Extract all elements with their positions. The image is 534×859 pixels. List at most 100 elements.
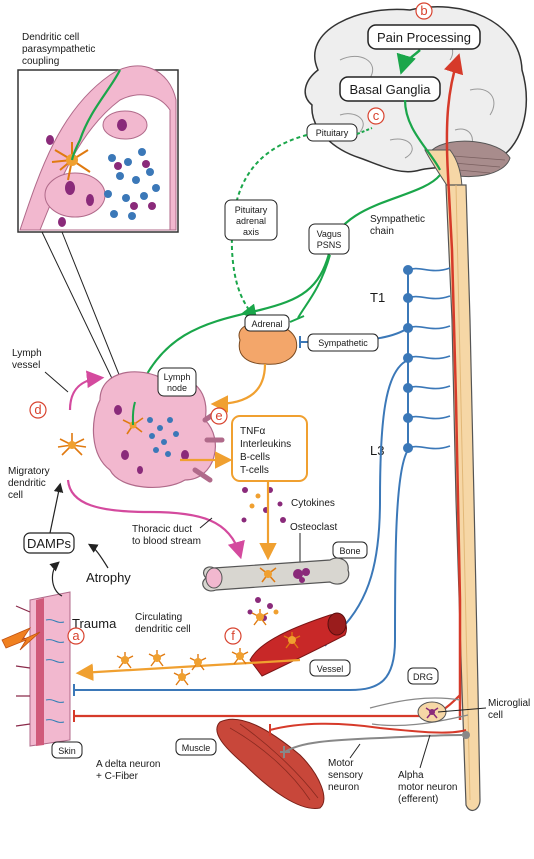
circulating-dendritic-cells bbox=[116, 609, 301, 686]
inset-title-1: Dendritic cell bbox=[22, 32, 79, 43]
drg-nerve bbox=[73, 694, 469, 727]
pain-processing-box: Pain Processing bbox=[367, 24, 481, 50]
drg-box: DRG bbox=[407, 667, 439, 685]
inset-title-3: coupling bbox=[22, 56, 59, 67]
inset-panel bbox=[17, 65, 179, 233]
svg-text:Muscle: Muscle bbox=[182, 743, 211, 753]
basal-ganglia-to-stem bbox=[403, 99, 441, 171]
sympathetic-chain-label-1: Sympathetic bbox=[370, 214, 425, 225]
circulating-label-2: dendritic cell bbox=[135, 624, 191, 635]
cytokines-label: Cytokines bbox=[291, 498, 335, 509]
svg-text:B-cells: B-cells bbox=[240, 452, 270, 463]
trauma-label: Trauma bbox=[72, 616, 117, 631]
muscle bbox=[216, 718, 325, 809]
motor-sensory-label-3: neuron bbox=[328, 782, 359, 793]
muscle-box: Muscle bbox=[175, 738, 217, 756]
thoracic-duct bbox=[66, 479, 245, 560]
svg-text:TNFα: TNFα bbox=[240, 426, 265, 437]
svg-text:b: b bbox=[420, 3, 427, 18]
alpha-label-1: Alpha bbox=[398, 770, 424, 781]
alpha-motor-neuron bbox=[269, 722, 467, 734]
skin-tissue bbox=[15, 591, 71, 747]
inset-title-2: parasympathetic bbox=[22, 44, 95, 55]
svg-text:Sympathetic: Sympathetic bbox=[318, 338, 368, 348]
svg-text:c: c bbox=[373, 108, 380, 123]
motor-sensory-label-1: Motor bbox=[328, 758, 354, 769]
svg-text:d: d bbox=[34, 402, 41, 417]
adelta-label-1: A delta neuron bbox=[96, 759, 161, 770]
atrophy-label: Atrophy bbox=[86, 570, 131, 585]
sympathetic-box: Sympathetic bbox=[307, 333, 379, 352]
sympathetic-chain-label-2: chain bbox=[370, 226, 394, 237]
svg-text:Bone: Bone bbox=[339, 546, 360, 556]
svg-text:Adrenal: Adrenal bbox=[251, 319, 282, 329]
marker-e: e bbox=[210, 407, 228, 425]
damps-box: DAMPs bbox=[23, 532, 75, 554]
osteoclast-label: Osteoclast bbox=[290, 522, 337, 533]
pituitary-adrenal-axis bbox=[230, 134, 308, 322]
svg-text:f: f bbox=[231, 628, 235, 643]
svg-text:adrenal: adrenal bbox=[236, 216, 266, 226]
circulating-to-skin bbox=[75, 658, 301, 682]
microglial-label-2: cell bbox=[488, 710, 503, 721]
trauma-bolt-icon bbox=[1, 627, 41, 651]
cytokine-box: TNFα Interleukins B-cells T-cells bbox=[231, 415, 308, 482]
sympathetic-chain bbox=[403, 265, 451, 453]
basal-ganglia-box: Basal Ganglia bbox=[339, 76, 441, 102]
svg-text:Vagus: Vagus bbox=[317, 229, 342, 239]
circulating-label-1: Circulating bbox=[135, 612, 182, 623]
sympathetic-to-skin bbox=[74, 449, 409, 691]
pituitary-label: Pituitary bbox=[316, 128, 349, 138]
marker-f: f bbox=[224, 627, 242, 645]
vessel-box: Vessel bbox=[309, 659, 351, 677]
migratory-dendritic-cell bbox=[57, 433, 87, 456]
marker-a: a bbox=[67, 627, 85, 645]
marker-d: d bbox=[29, 401, 47, 419]
basal-ganglia-label: Basal Ganglia bbox=[350, 82, 432, 97]
microglial-label-1: Microglial bbox=[488, 698, 530, 709]
vagus-nerve bbox=[133, 174, 441, 401]
lymph-node bbox=[92, 371, 225, 489]
skin-box: Skin bbox=[51, 741, 83, 759]
ascending-pain-pathway bbox=[443, 53, 464, 720]
svg-text:Skin: Skin bbox=[58, 746, 76, 756]
svg-text:e: e bbox=[215, 408, 222, 423]
thoracic-label-1: Thoracic duct bbox=[132, 524, 192, 535]
svg-text:DRG: DRG bbox=[413, 672, 433, 682]
marker-b: b bbox=[415, 2, 433, 20]
svg-text:DAMPs: DAMPs bbox=[27, 536, 72, 551]
thoracic-label-2: to blood stream bbox=[132, 536, 201, 547]
migratory-label-2: dendritic bbox=[8, 478, 46, 489]
adrenal-to-lymph-node bbox=[210, 363, 267, 413]
drg-ganglion bbox=[417, 701, 447, 723]
adrenal-box: Adrenal bbox=[244, 314, 290, 332]
migratory-label-1: Migratory bbox=[8, 466, 50, 477]
svg-text:T-cells: T-cells bbox=[240, 465, 269, 476]
t1-label: T1 bbox=[370, 290, 385, 305]
motor-sensory-label-2: sensory bbox=[328, 770, 363, 781]
motor-sensory-neuron bbox=[284, 734, 463, 753]
lymph-node-box: Lymph node bbox=[157, 367, 197, 397]
pituitary-box: Pituitary bbox=[306, 123, 358, 142]
bone bbox=[202, 557, 350, 592]
migratory-label-3: cell bbox=[8, 490, 23, 501]
lymph-vessel-label-2: vessel bbox=[12, 360, 40, 371]
adelta-label-2: + C-Fiber bbox=[96, 771, 139, 782]
lymph-vessel-label-1: Lymph bbox=[12, 348, 42, 359]
alpha-label-3: (efferent) bbox=[398, 794, 438, 805]
svg-text:a: a bbox=[72, 628, 80, 643]
svg-text:Pituitary: Pituitary bbox=[235, 205, 268, 215]
alpha-label-2: motor neuron bbox=[398, 782, 457, 793]
lymph-vessel bbox=[68, 370, 105, 411]
pituitary-axis-box: Pituitary adrenal axis bbox=[224, 199, 278, 241]
vagus-box: Vagus PSNS bbox=[308, 223, 350, 255]
svg-text:Vessel: Vessel bbox=[317, 664, 344, 674]
bone-box: Bone bbox=[332, 541, 368, 559]
marker-c: c bbox=[367, 107, 385, 125]
svg-text:Interleukins: Interleukins bbox=[240, 439, 291, 450]
svg-text:node: node bbox=[167, 383, 187, 393]
svg-text:axis: axis bbox=[243, 227, 260, 237]
pain-processing-label: Pain Processing bbox=[377, 30, 471, 45]
svg-text:Lymph: Lymph bbox=[164, 372, 191, 382]
